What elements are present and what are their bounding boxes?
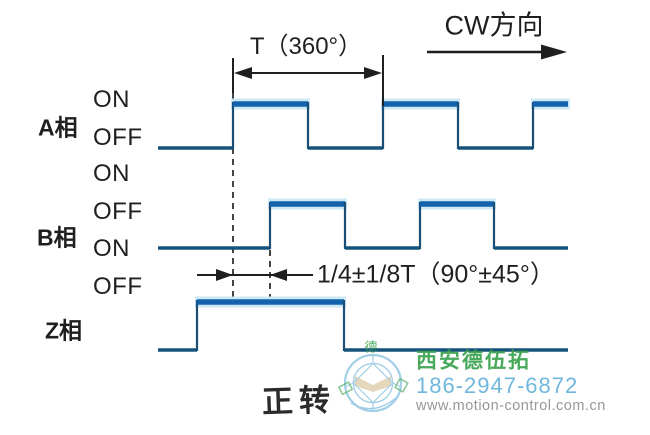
- level-label-on: ON: [93, 86, 130, 113]
- waveform-Z相: [158, 296, 568, 352]
- quarter-period-arrows: [197, 269, 313, 281]
- level-label-off: OFF: [93, 273, 143, 300]
- watermark-company-name: 西安德伍拓: [416, 349, 531, 373]
- level-label-on: ON: [93, 160, 130, 187]
- period-measure: [232, 55, 384, 106]
- watermark-website-url: www.motion-control.com.cn: [416, 397, 606, 414]
- rotation-label: 正转: [261, 382, 337, 420]
- cw-direction-arrow: [427, 44, 567, 60]
- level-label-off: OFF: [93, 198, 143, 225]
- phase-shift-label: 1/4±1/8T（90°±45°）: [317, 260, 555, 289]
- watermark-phone-number: 186-2947-6872: [416, 373, 579, 398]
- level-label-off: OFF: [93, 124, 143, 151]
- level-label-on: ON: [93, 235, 130, 262]
- watermark-globe-character: 德: [364, 339, 378, 355]
- waveform-B相: [158, 198, 568, 250]
- signal-label-b-phase: B相: [37, 224, 77, 251]
- cw-direction-label: CW方向: [444, 10, 544, 41]
- watermark-globe-icon: [337, 353, 409, 413]
- signal-label-z-phase: Z相: [45, 317, 83, 344]
- construction-dashed-lines: [232, 93, 271, 300]
- period-label: T（360°）: [249, 33, 363, 60]
- signal-label-a-phase: A相: [38, 114, 78, 141]
- waveform-A相: [158, 98, 570, 150]
